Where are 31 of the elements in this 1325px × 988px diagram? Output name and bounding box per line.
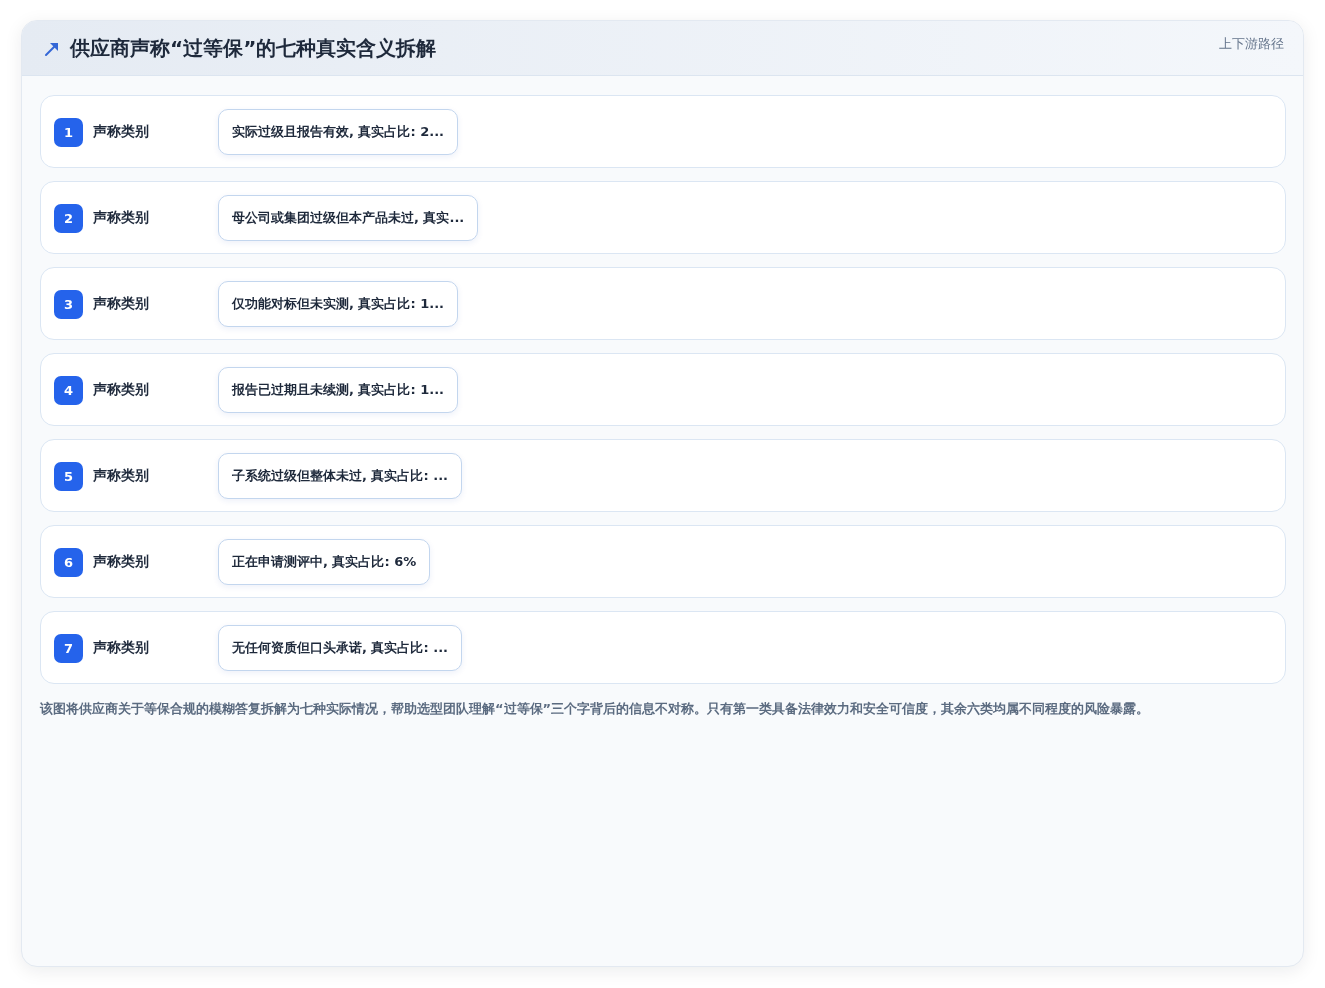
number-badge: 3 xyxy=(54,290,83,319)
number-badge: 4 xyxy=(54,376,83,405)
category-label: 声称类别 xyxy=(93,466,149,485)
title: 供应商声称“过等保”的七种真实含义拆解 xyxy=(70,35,437,62)
number-badge: 7 xyxy=(54,634,83,663)
row-card xyxy=(40,95,1286,168)
claim-box: 报告已过期且未续测, 真实占比: 1... xyxy=(218,367,459,413)
claim-box: 母公司或集团过级但本产品未过, 真实... xyxy=(218,195,479,241)
number-badge: 6 xyxy=(54,548,83,577)
category-label: 声称类别 xyxy=(93,638,149,657)
number-badge: 2 xyxy=(54,204,83,233)
category-label: 声称类别 xyxy=(93,552,149,571)
row-card xyxy=(40,181,1286,254)
corner-label: 上下游路径 xyxy=(1219,35,1284,53)
row-card xyxy=(40,353,1286,426)
number-badge: 1 xyxy=(54,118,83,147)
claim-box: 仅功能对标但未实测, 真实占比: 1... xyxy=(218,281,459,327)
row-card xyxy=(40,439,1286,512)
row-card xyxy=(40,267,1286,340)
row-card xyxy=(40,525,1286,598)
row-card xyxy=(40,611,1286,684)
category-label: 声称类别 xyxy=(93,380,149,399)
caption: 该图将供应商关于等保合规的模糊答复拆解为七种实际情况，帮助选型团队理解“过等保”三个字背后的信息不对称。只有第一类具备法律效力和安全可信度，其余六类均属不同程度的风险暴露。 xyxy=(40,700,1151,718)
category-label: 声称类别 xyxy=(93,208,149,227)
claim-box: 正在申请测评中, 真实占比: 6% xyxy=(218,539,431,585)
claim-box: 无任何资质但口头承诺, 真实占比: ... xyxy=(218,625,462,671)
number-badge: 5 xyxy=(54,462,83,491)
claim-box: 实际过级且报告有效, 真实占比: 2... xyxy=(218,109,459,155)
category-label: 声称类别 xyxy=(93,122,149,141)
category-label: 声称类别 xyxy=(93,294,149,313)
claim-box: 子系统过级但整体未过, 真实占比: ... xyxy=(218,453,462,499)
